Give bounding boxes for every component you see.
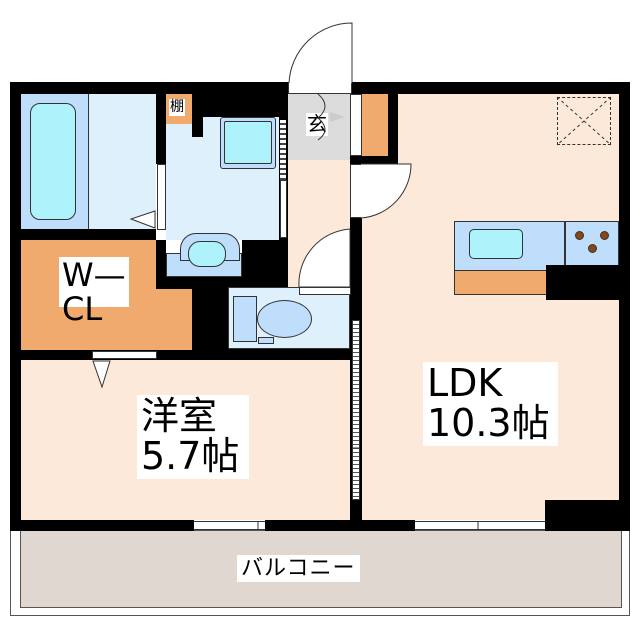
- wall-right: [619, 82, 630, 531]
- wall-bath-right-upper: [156, 94, 166, 164]
- skylight-marker: [557, 97, 611, 145]
- ldk-floor: [398, 94, 619, 520]
- kitchen-wall-block: [546, 265, 619, 300]
- entrance-label: 玄: [306, 112, 328, 136]
- shoe-cabinet-door[interactable]: [350, 94, 362, 156]
- wall-bottom-left: [10, 520, 194, 531]
- window-western-room: [194, 521, 265, 530]
- wall-toilet-bottom: [192, 349, 362, 360]
- sliding-door-western-ldk[interactable]: [352, 320, 360, 500]
- window-ldk: [415, 521, 545, 530]
- wall-washroom-top: [166, 94, 288, 117]
- bathroom-washing-area: [88, 94, 156, 229]
- wall-bath-bottom: [21, 229, 156, 240]
- wcl-line1: W—: [62, 256, 126, 294]
- toilet-bowl: [257, 300, 312, 338]
- ldk-floor-left: [362, 164, 398, 520]
- kitchen-sink: [469, 229, 523, 259]
- ldk-label: LDK 10.3帖: [423, 362, 558, 446]
- ldk-name: LDK: [427, 361, 503, 405]
- wall-washroom-left-lower: [156, 240, 166, 280]
- toilet-door-swing: [298, 228, 351, 288]
- washing-machine: [224, 121, 272, 164]
- skylight-diagonal-2: [556, 96, 612, 146]
- wcl-door[interactable]: [92, 351, 157, 359]
- burner-icon: [600, 231, 609, 240]
- wcl-label: W— CL: [59, 256, 129, 325]
- bathroom-door[interactable]: [157, 164, 166, 230]
- toilet-tank: [233, 296, 257, 342]
- bath-door-arrow: [129, 210, 156, 229]
- kitchen-cabinet: [454, 270, 550, 295]
- wall-shoe-cabinet: [388, 94, 398, 164]
- burner-icon: [588, 244, 597, 253]
- shoe-cabinet: [362, 94, 388, 156]
- ldk-door-swing: [360, 163, 412, 219]
- wall-left: [10, 82, 21, 531]
- bathtub: [30, 103, 76, 220]
- wall-bottom-mid: [265, 520, 415, 531]
- washroom-door-panel[interactable]: [280, 180, 287, 238]
- western-room-size: 5.7帖: [141, 433, 240, 478]
- stove: [565, 221, 619, 266]
- western-room-name: 洋室: [141, 394, 218, 438]
- sink: [188, 241, 226, 267]
- balcony-label: バルコニー: [237, 555, 360, 583]
- ldk-corner-column: [545, 500, 619, 520]
- walk-in-closet-ext: [156, 289, 192, 350]
- wall-washroom-bottom-right: [242, 240, 288, 292]
- wall-shoe-bottom: [350, 156, 398, 164]
- burner-icon: [575, 231, 584, 240]
- wall-toilet-left: [192, 277, 228, 357]
- entrance-door-swing: [288, 22, 353, 84]
- washroom-sliding-door[interactable]: [280, 120, 286, 180]
- wall-top-left: [10, 82, 288, 94]
- shelf-label: 棚: [169, 99, 185, 116]
- western-room-label: 洋室 5.7帖: [137, 395, 249, 479]
- ldk-size: 10.3帖: [427, 400, 550, 445]
- wall-top-right: [352, 82, 630, 94]
- toilet-paper: [258, 337, 274, 344]
- wcl-line2: CL: [62, 289, 103, 328]
- wall-washroom-notch: [192, 117, 203, 137]
- wcl-door-arrow: [92, 360, 111, 389]
